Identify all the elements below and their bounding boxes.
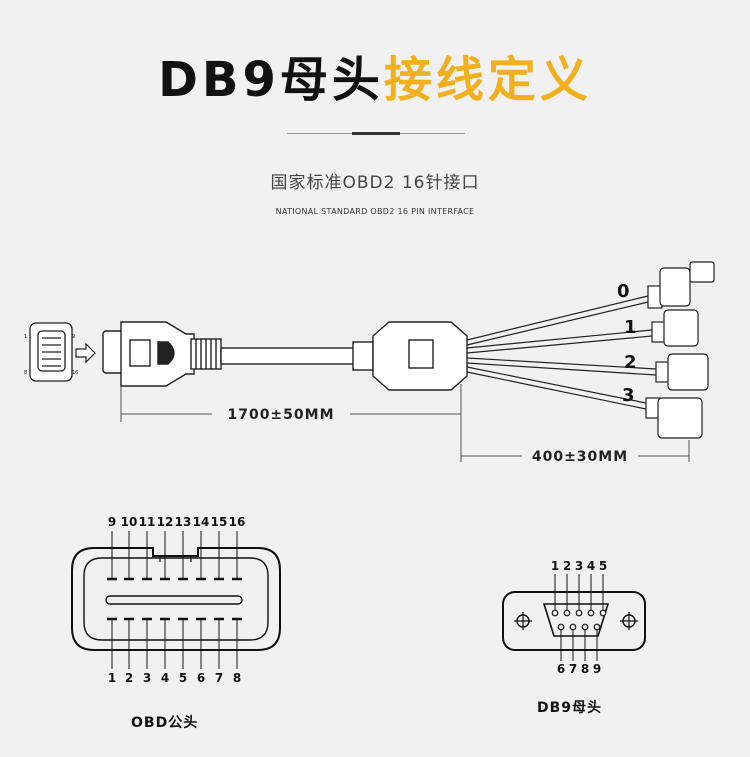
obd-pin-11: 11 <box>139 515 156 529</box>
obd-pin-16: 16 <box>229 515 246 529</box>
title-divider-accent <box>352 132 400 135</box>
obd-connector-label: OBD公头 <box>131 715 199 731</box>
db9-bottom-pin-dot <box>593 623 601 631</box>
db9-connector-body <box>502 591 646 651</box>
db9-connector-label: DB9母头 <box>537 700 603 716</box>
db9-pin-8: 8 <box>581 662 589 676</box>
db9-plug-0 <box>647 261 715 309</box>
db9-top-pin-dot <box>599 609 607 617</box>
title-part-2: 接线定义 <box>383 52 592 108</box>
obd-pin-2: 2 <box>125 671 133 685</box>
obd-pin-3: 3 <box>143 671 151 685</box>
obd-pin-4: 4 <box>161 671 169 685</box>
obd-plug <box>102 321 222 387</box>
obd-bottom-pin-labels: 1 2 3 4 5 6 7 8 <box>108 671 241 685</box>
db9-top-pin-dot <box>563 609 571 617</box>
dimension-branch <box>461 440 690 462</box>
obd-top-pin-labels: 9 10 11 12 13 14 15 16 <box>108 515 246 529</box>
obd-pin-14: 14 <box>193 515 210 529</box>
obd-pin-5: 5 <box>179 671 187 685</box>
small-pin-16: 16 <box>72 370 78 376</box>
db9-pin-5: 5 <box>599 559 607 573</box>
obd-pin-markers <box>107 531 242 669</box>
db9-pin-4: 4 <box>587 559 595 573</box>
subtitle: 国家标准OBD2 16针接口 <box>270 173 480 193</box>
obd-pin-10: 10 <box>121 515 138 529</box>
db9-pin-3: 3 <box>575 559 583 573</box>
db9-bottom-pin-dot <box>569 623 577 631</box>
arrow-right-icon <box>75 342 96 364</box>
db9-top-pin-dot <box>587 609 595 617</box>
db9-pin-2: 2 <box>563 559 571 573</box>
db9-pin-7: 7 <box>569 662 577 676</box>
db9-bottom-pin-labels: 6 7 8 9 <box>557 662 601 676</box>
branch-cables <box>466 295 657 410</box>
branch-number-0: 0 <box>617 281 630 302</box>
main-length-label: 1700±50MM <box>227 407 334 423</box>
small-pin-1: 1 <box>24 334 27 340</box>
page-title: DB9母头接线定义 <box>0 50 750 110</box>
db9-top-pin-dot <box>551 609 559 617</box>
obd-pin-9: 9 <box>108 515 116 529</box>
db9-pin-9: 9 <box>593 662 601 676</box>
db9-pin-6: 6 <box>557 662 565 676</box>
branch-length-label: 400±30MM <box>532 449 628 465</box>
db9-plug-2 <box>655 353 709 391</box>
subtitle-english: NATIONAL STANDARD OBD2 16 PIN INTERFACE <box>275 207 475 216</box>
obd-pin-6: 6 <box>197 671 205 685</box>
obd-face-icon <box>29 322 73 382</box>
branch-number-1: 1 <box>624 317 637 338</box>
db9-bottom-pin-dot <box>557 623 565 631</box>
small-pin-9: 9 <box>72 334 75 340</box>
dimension-main <box>120 384 462 462</box>
title-part-1: DB9母头 <box>158 52 384 108</box>
db9-pin-markers <box>551 574 607 661</box>
obd-pin-13: 13 <box>175 515 192 529</box>
db9-plug-3 <box>645 397 703 439</box>
obd-pin-1: 1 <box>108 671 116 685</box>
obd-connector-body <box>71 547 281 651</box>
branch-number-2: 2 <box>624 352 637 373</box>
obd-pin-12: 12 <box>157 515 174 529</box>
db9-top-pin-dot <box>575 609 583 617</box>
db9-plug-1 <box>651 309 699 347</box>
small-pin-8: 8 <box>24 370 27 376</box>
main-cable <box>220 321 468 391</box>
branch-number-3: 3 <box>622 385 635 406</box>
db9-bottom-pin-dot <box>581 623 589 631</box>
db9-top-pin-labels: 1 2 3 4 5 <box>551 559 607 573</box>
obd-pin-15: 15 <box>211 515 228 529</box>
obd-pin-8: 8 <box>233 671 241 685</box>
obd-pin-7: 7 <box>215 671 223 685</box>
db9-pin-1: 1 <box>551 559 559 573</box>
